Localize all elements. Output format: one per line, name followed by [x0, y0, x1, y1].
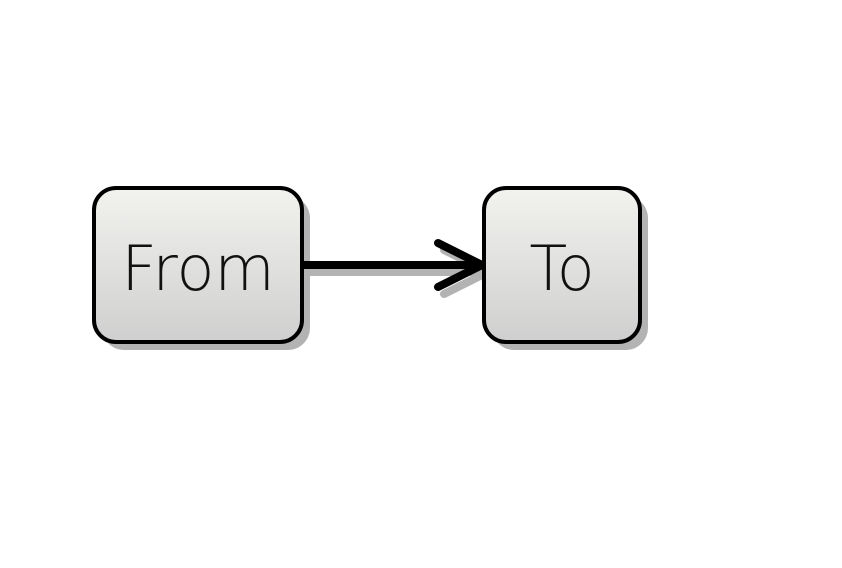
node-to-box[interactable] — [482, 186, 642, 344]
node-to-label: To — [529, 232, 594, 305]
node-from-box[interactable] — [92, 186, 304, 344]
edge-from-to — [302, 239, 486, 291]
node-from[interactable]: From — [92, 186, 304, 344]
node-to[interactable]: To — [482, 186, 642, 344]
node-from-label: From — [121, 232, 275, 305]
